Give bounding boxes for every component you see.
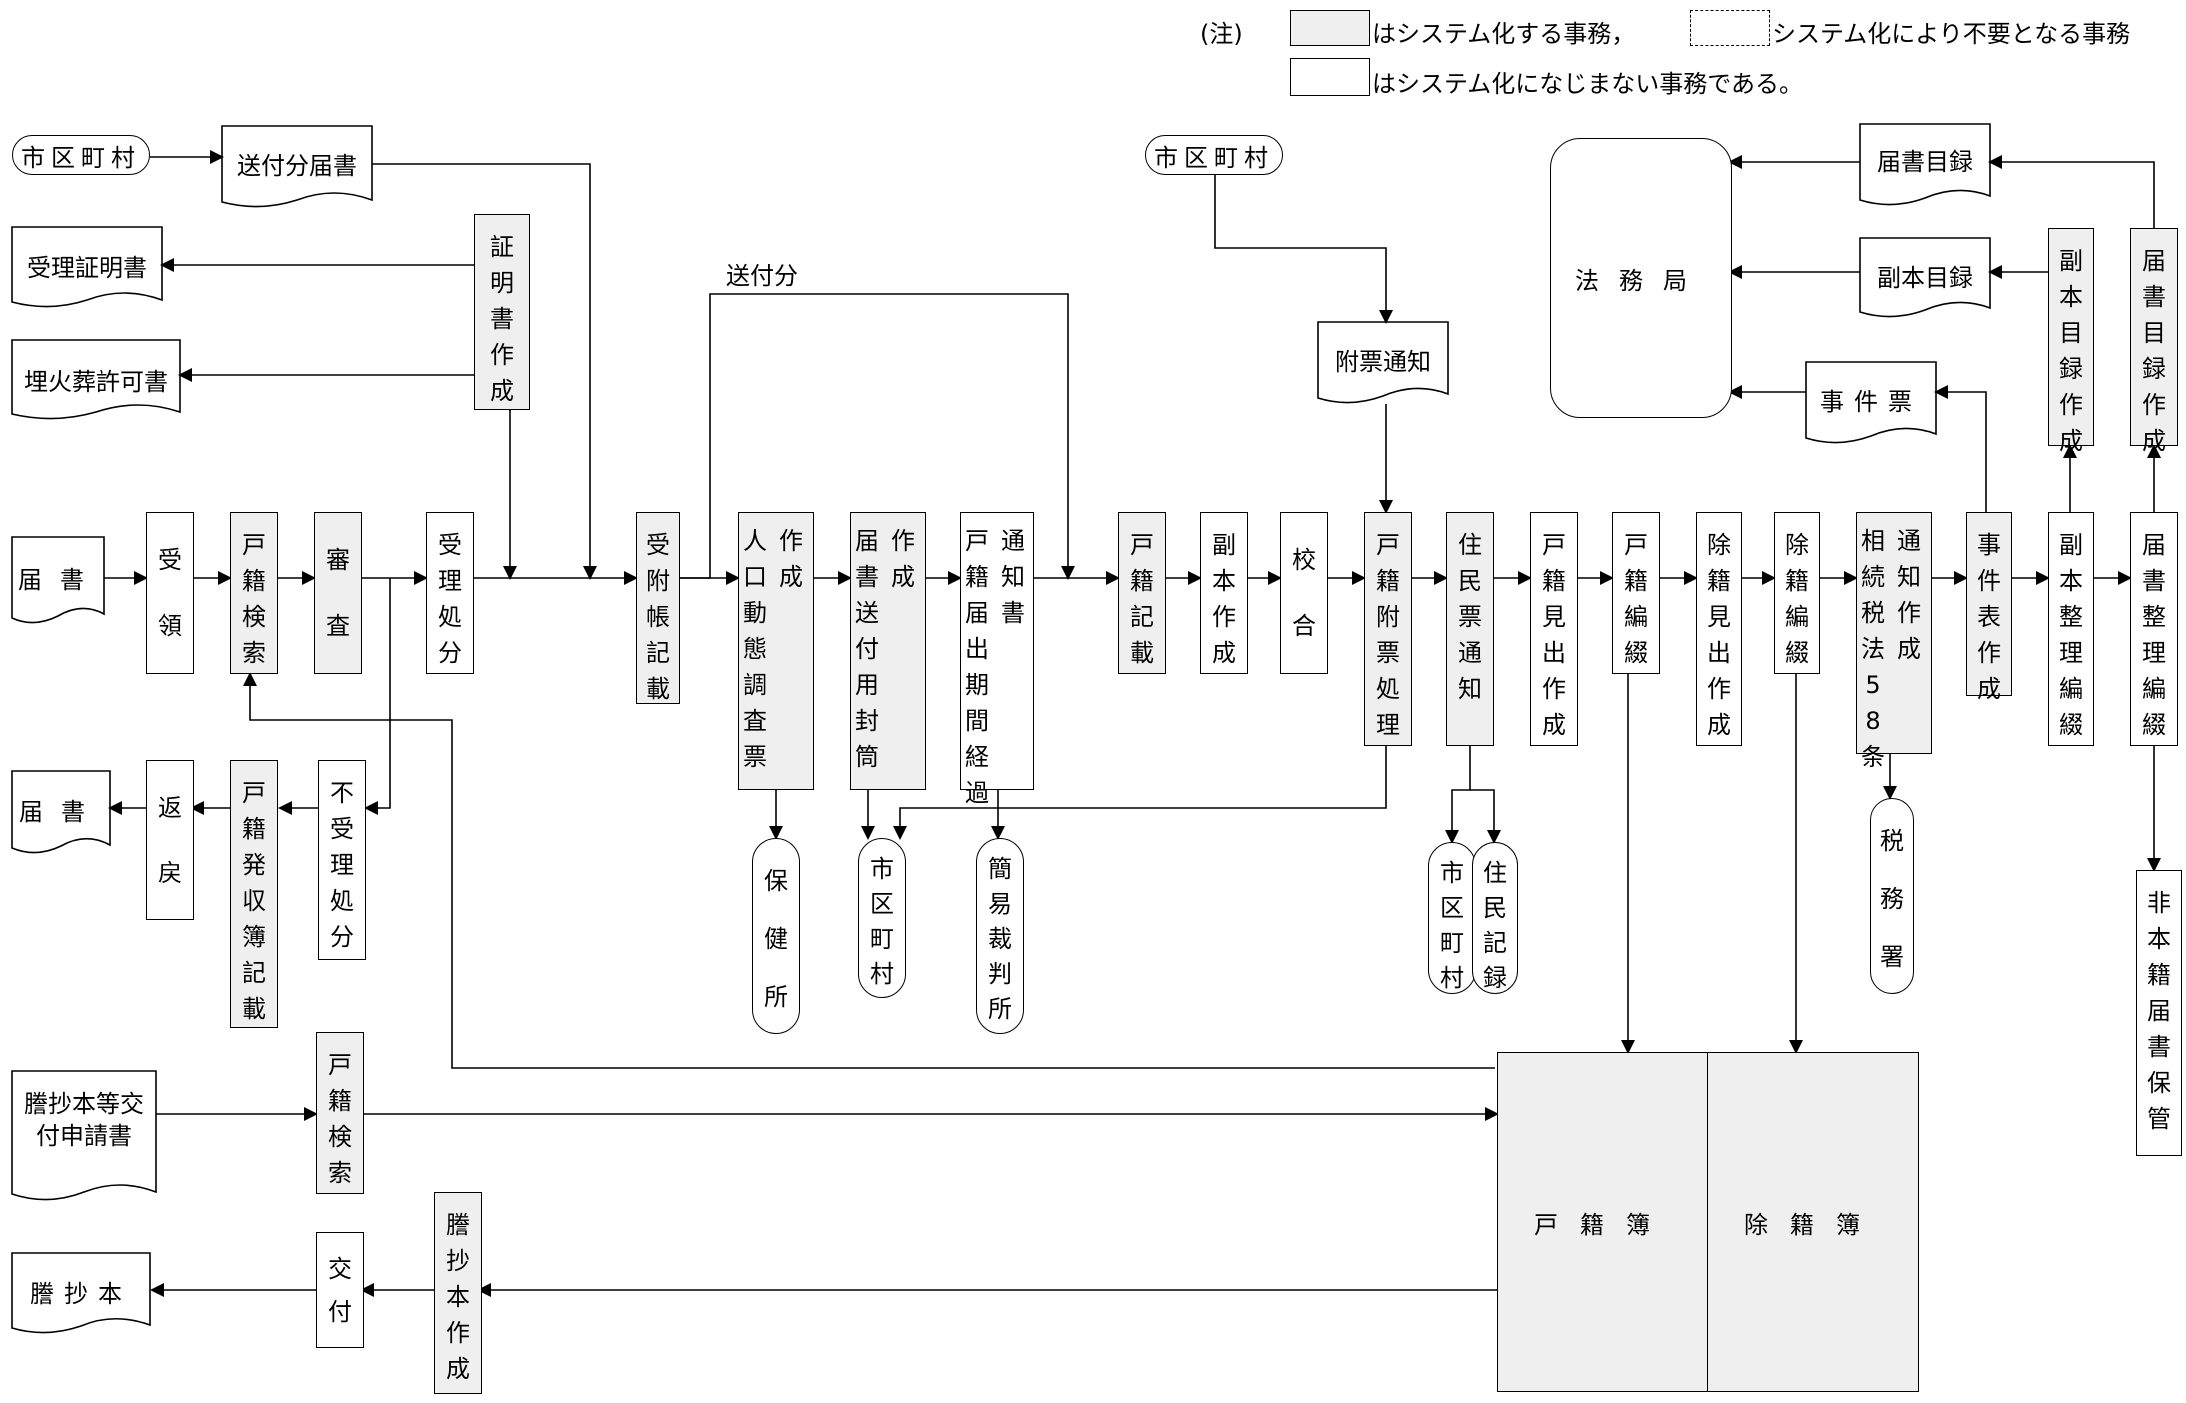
doc-notification-catalog: 届書目録 (1877, 148, 1973, 176)
terminal-ministry: 法務局 (1550, 138, 1732, 418)
step-issue: 交付 (316, 1232, 364, 1348)
step-overdue-notice: 通知書 戸籍届出期間経過 (960, 512, 1034, 807)
step-koseki-heading: 戸籍見出作成 (1530, 512, 1578, 746)
step-notification-arrange: 届書整理編綴 (2130, 512, 2178, 746)
legend-swatch-not-suited (1290, 58, 1370, 96)
legend-swatch-system (1290, 10, 1370, 46)
step-koseki-search-2: 戸籍検索 (316, 1032, 364, 1194)
terminal-municipality-left: 市区町村 (12, 135, 150, 175)
step-copy-make: 謄抄本作成 (434, 1192, 482, 1394)
step-reject: 不受理処分 (318, 760, 366, 960)
terminal-municipality-bottom: 市区町村 (1428, 842, 1476, 994)
terminal-tax-office: 税務署 (1870, 798, 1914, 994)
legend-swatch-unnecessary (1690, 10, 1770, 46)
step-return: 返戻 (146, 760, 194, 920)
doc-shape-duplicate-catalog (1859, 237, 1991, 318)
doc-shape-burial-permit (11, 339, 181, 420)
legend-unnecessary-text: システム化により不要となる事務 (1772, 20, 2131, 48)
doc-attached-notice: 附票通知 (1335, 348, 1431, 376)
step-vital-stats-col2: 人口動態調査票 (743, 527, 767, 771)
doc-notification-returned: 届書 (19, 798, 103, 826)
doc-shape-copy-out (11, 1252, 151, 1334)
register-koseki: 戸籍簿 (1497, 1052, 1709, 1392)
doc-non-domicile-storage: 非本籍届書保管 (2136, 870, 2182, 1156)
doc-shape-sent-notification (221, 125, 373, 208)
doc-burial-permit: 埋火葬許可書 (24, 368, 168, 396)
doc-shape-case-slip (1805, 361, 1937, 444)
step-notification-catalog-make: 届書目録作成 (2130, 228, 2178, 455)
terminal-municipality-center: 市区町村 (1145, 135, 1283, 175)
step-case-table: 事件表作成 (1966, 512, 2012, 703)
doc-shape-copy-request (11, 1070, 157, 1201)
doc-shape-notification-in (11, 536, 105, 624)
step-proofread: 校合 (1280, 512, 1328, 674)
step-mailing: 作成 届書送付用封筒 (850, 512, 926, 790)
step-mailing-col2: 届書送付用封筒 (855, 527, 879, 771)
step-removed-heading: 除籍見出作成 (1696, 512, 1742, 746)
step-duplicate-make: 副本作成 (1200, 512, 1248, 674)
step-overdue-notice-col1: 通知書 (1001, 527, 1025, 627)
step-duplicate-arrange: 副本整理編綴 (2048, 512, 2094, 746)
terminal-summary-court: 簡易裁判所 (976, 838, 1024, 1034)
step-accept: 受理処分 (426, 512, 474, 674)
label-sent-portion: 送付分 (726, 262, 798, 290)
doc-copy-request: 謄抄本等交付申請書 (24, 1090, 144, 1150)
doc-sent-notification: 送付分届書 (237, 152, 357, 180)
step-attached-process: 戸籍附票処理 (1364, 512, 1412, 746)
doc-case-slip: 事件票 (1820, 388, 1922, 416)
step-koseki-file: 戸籍編綴 (1612, 512, 1660, 674)
step-duplicate-catalog-make: 副本目録作成 (2048, 228, 2094, 455)
doc-notification-in: 届書 (18, 566, 102, 594)
legend-system-text: はシステム化する事務， (1372, 20, 1636, 48)
step-certificate-make: 証明書作成 (474, 214, 530, 410)
doc-shape-acceptance-certificate (11, 226, 163, 308)
terminal-municipality-small: 市区町村 (858, 838, 906, 998)
step-examine: 審査 (314, 512, 362, 674)
doc-shape-attached-notice (1317, 321, 1449, 404)
doc-shape-notification-catalog (1859, 123, 1991, 206)
step-koseki-search: 戸籍検索 (230, 512, 278, 674)
step-vital-stats: 作成 人口動態調査票 (738, 512, 814, 790)
step-koseki-entry: 戸籍記載 (1118, 512, 1166, 674)
step-overdue-notice-col2: 戸籍届出期間経過 (965, 527, 989, 807)
doc-copy-out: 謄抄本 (30, 1280, 132, 1308)
step-removed-file: 除籍編綴 (1774, 512, 1820, 674)
legend-not-suited-text: はシステム化になじまない事務である。 (1372, 70, 1804, 98)
step-tax-notice-col1: 通知作成 (1897, 527, 1921, 663)
doc-shape-notification-returned (11, 770, 111, 854)
step-register-entry: 受附帳記載 (636, 512, 680, 704)
register-removed: 除籍簿 (1707, 1052, 1919, 1392)
step-vital-stats-col1: 作成 (779, 527, 803, 591)
step-resident-notice: 住民票通知 (1446, 512, 1494, 746)
step-receive: 受領 (146, 512, 194, 674)
legend-note: (注) (1200, 20, 1243, 48)
terminal-resident-register: 住民記録 (1472, 842, 1518, 994)
step-mailing-col1: 作成 (891, 527, 915, 591)
terminal-health-center: 保健所 (752, 838, 800, 1034)
doc-acceptance-certificate: 受理証明書 (27, 254, 147, 282)
doc-duplicate-catalog: 副本目録 (1877, 264, 1973, 292)
step-koseki-return-log: 戸籍発収簿記載 (230, 760, 278, 1028)
